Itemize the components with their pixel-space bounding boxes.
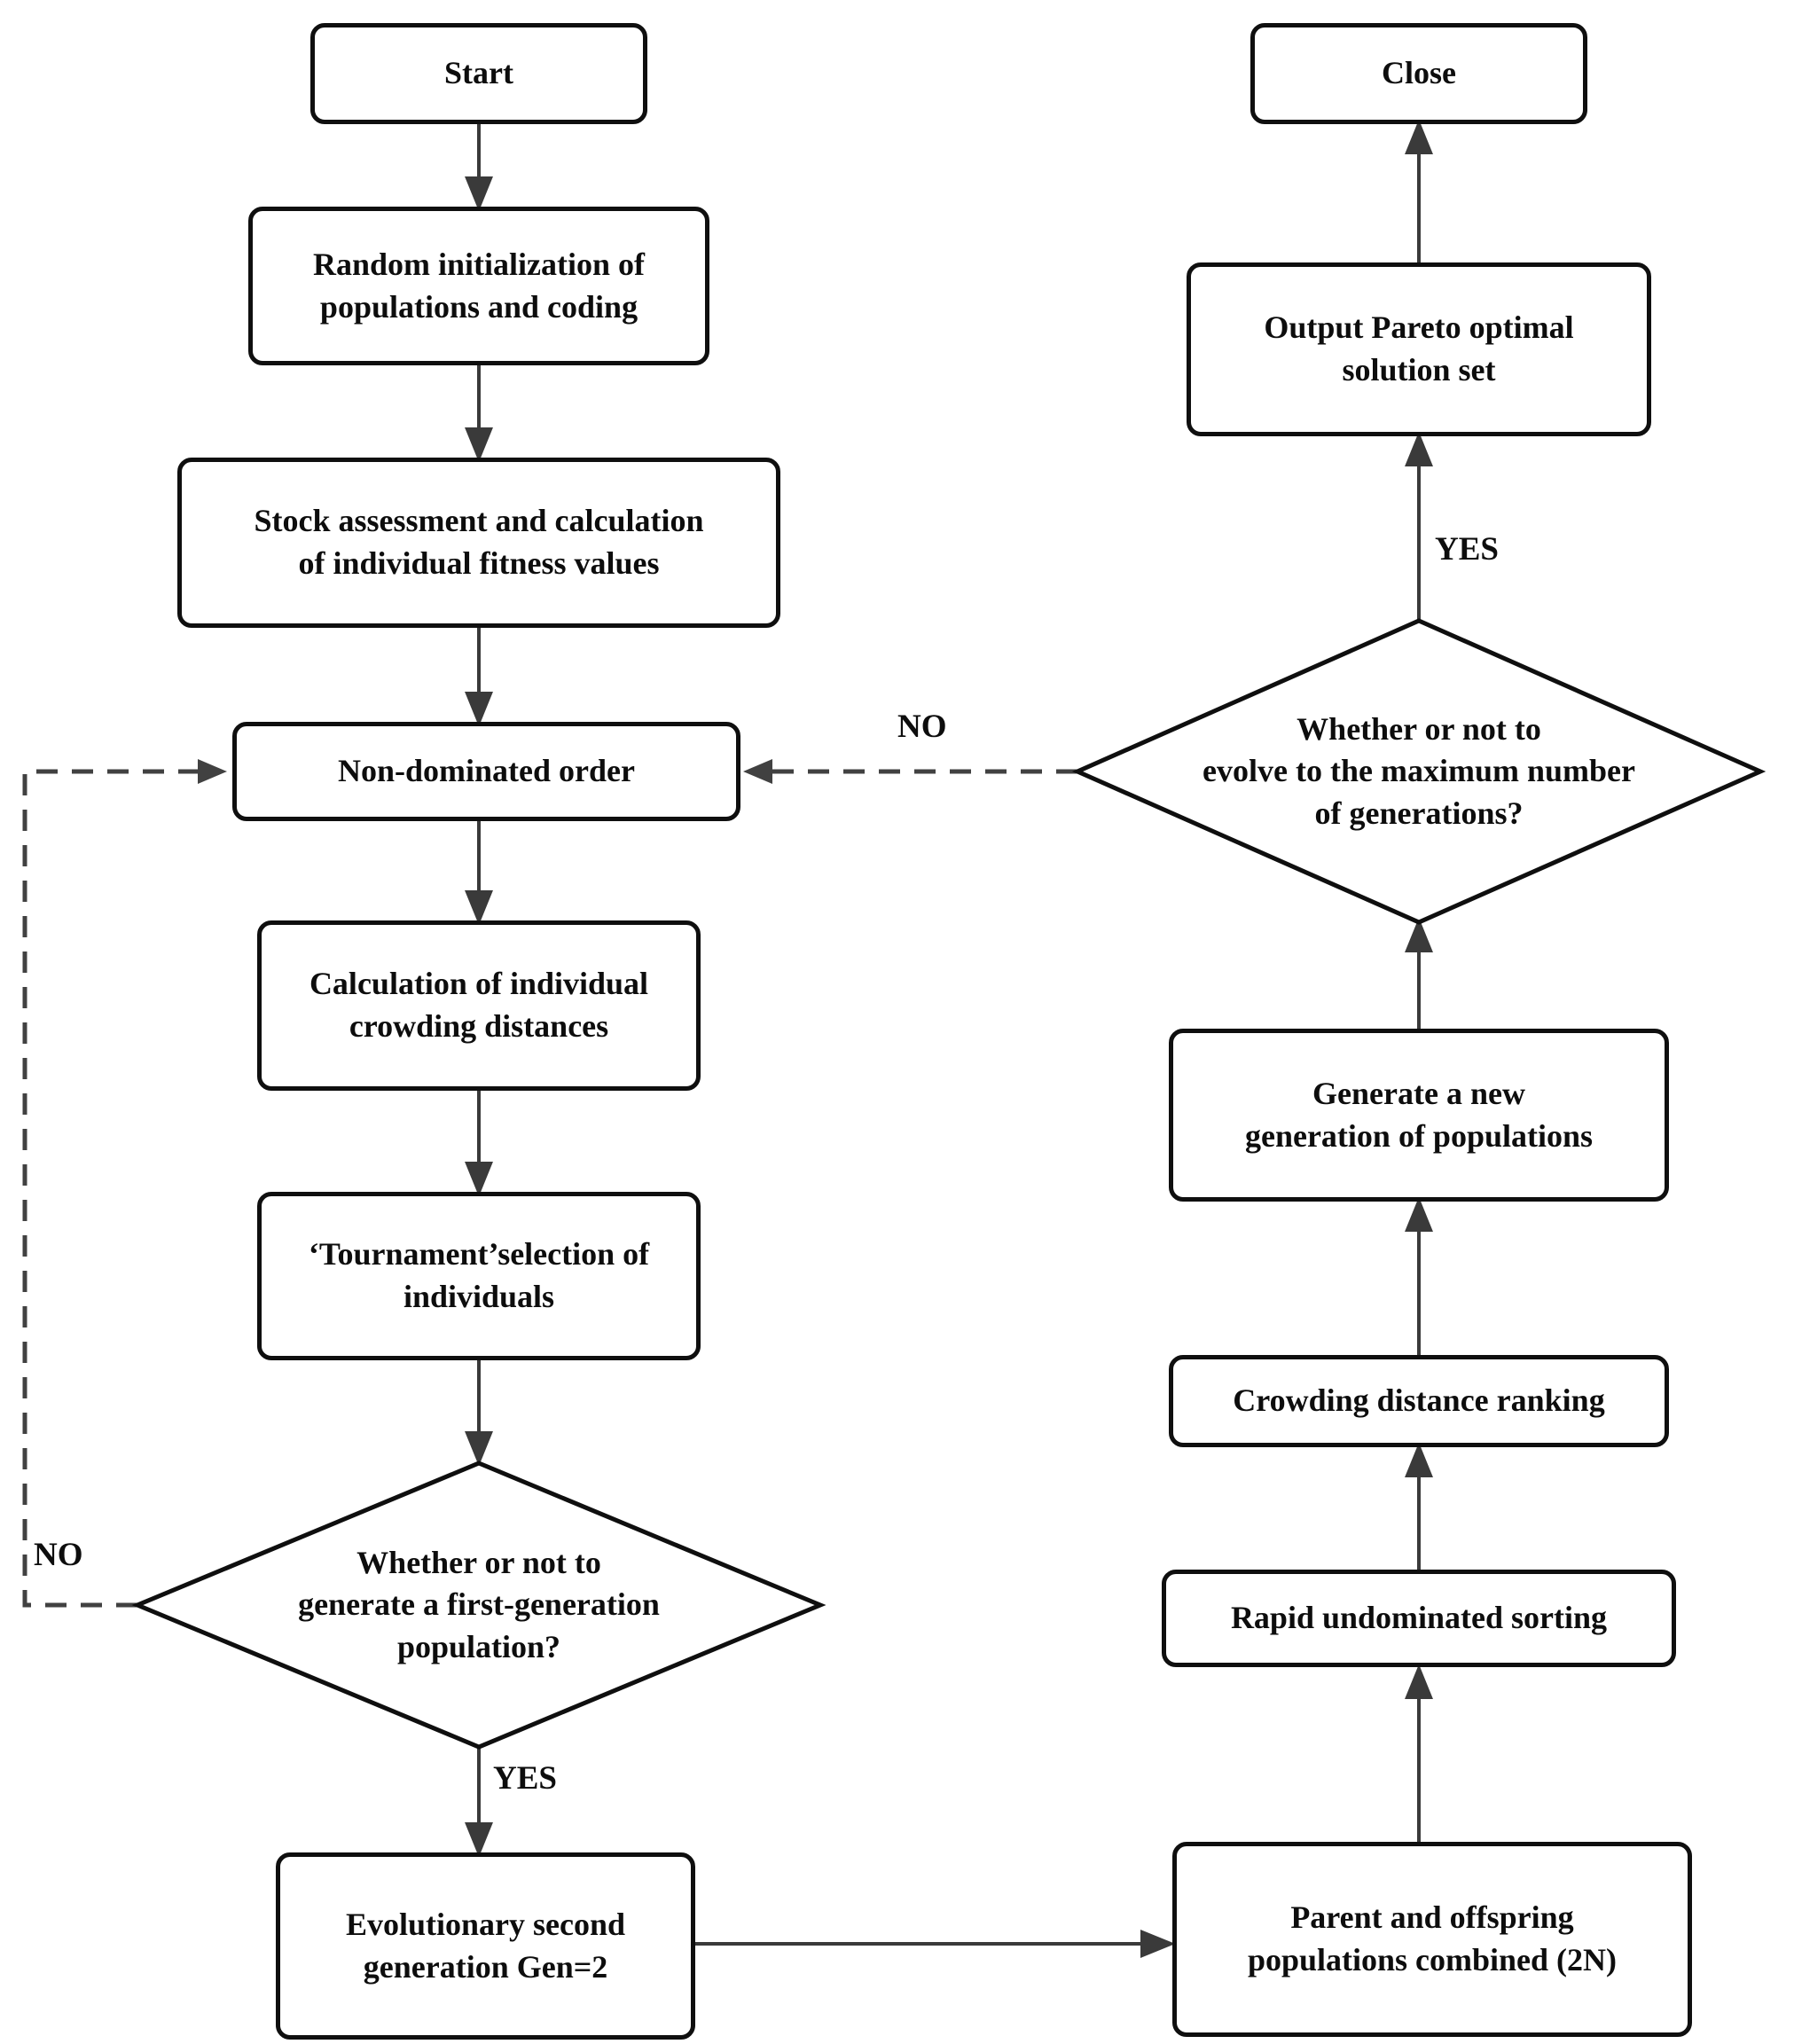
node-crowding-distance-ranking: Crowding distance ranking [1169,1355,1669,1447]
node-output-pareto: Output Pareto optimal solution set [1187,262,1651,436]
node-first-generation-decision: Whether or not to generate a first-gener… [298,1544,660,1664]
node-random-init: Random initialization of populations and… [248,207,709,365]
node-stock-assessment: Stock assessment and calculation of indi… [177,458,780,628]
diamond-max-generations-decision [1071,618,1767,925]
node-rapid-undominated-sorting: Rapid undominated sorting [1162,1570,1676,1667]
edge-label-max-generations-yes: YES [1435,531,1499,568]
node-crowding-distance-calc: Calculation of individual crowding dista… [257,920,701,1091]
edge-label-first-generation-yes: YES [493,1760,557,1797]
edge-label-first-generation-no: NO [34,1537,83,1573]
node-non-dominated-order: Non-dominated order [232,722,740,821]
node-max-generations-decision: Whether or not to evolve to the maximum … [1203,710,1635,831]
edge-label-max-generations-no: NO [897,709,947,745]
node-close: Close [1250,23,1587,124]
node-generate-new-generation: Generate a new generation of populations [1169,1029,1669,1202]
node-evolutionary-second-generation: Evolutionary second generation Gen=2 [276,1852,695,2040]
node-start: Start [310,23,647,124]
diamond-first-generation-decision [131,1461,826,1750]
node-start-label: Start [444,55,513,91]
node-tournament-selection: ‘Tournament’selection of individuals [257,1192,701,1360]
node-parent-offspring-combined: Parent and offspring populations combine… [1172,1842,1692,2037]
